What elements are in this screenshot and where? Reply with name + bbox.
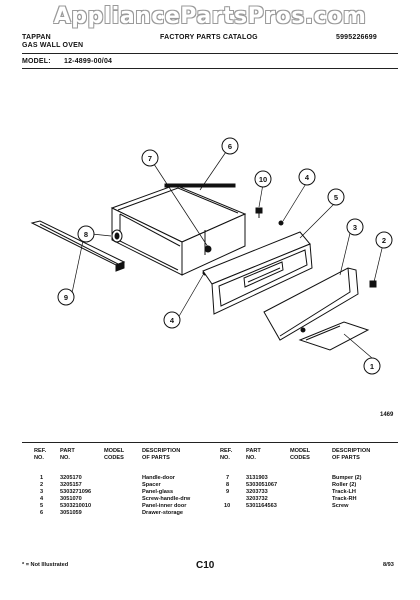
callout-label: 8 bbox=[84, 230, 88, 239]
part-number: 5301164563 bbox=[246, 503, 277, 509]
part-description: Panel-inner door bbox=[142, 503, 187, 509]
revision-date: 8/93 bbox=[383, 562, 394, 568]
callout-label: 3 bbox=[353, 223, 357, 232]
header-rule bbox=[22, 53, 398, 54]
callout-2 bbox=[375, 231, 393, 249]
part-description: Track-LH bbox=[332, 489, 356, 495]
part-description: Handle-door bbox=[142, 475, 175, 481]
handle-screw-upper bbox=[278, 220, 284, 226]
part-number: 5303271096 bbox=[60, 489, 92, 495]
part-description: Drawer-storage bbox=[142, 510, 184, 516]
part-ref: 5 bbox=[40, 503, 44, 509]
part-number: 3051059 bbox=[60, 510, 82, 516]
part-number: 3205157 bbox=[60, 482, 82, 488]
figure-number: 1469 bbox=[380, 412, 394, 418]
page-number: C10 bbox=[196, 560, 215, 571]
callout-label: 1 bbox=[370, 362, 374, 371]
part-number: 5303210010 bbox=[60, 503, 92, 509]
watermark: AppliancePartsPros.com bbox=[53, 4, 367, 29]
callout-label: 2 bbox=[382, 236, 386, 245]
part-number: 3203732 bbox=[246, 496, 268, 502]
footnote: * = Not Illustrated bbox=[22, 562, 69, 568]
part-ref: 4 bbox=[40, 496, 44, 502]
leader-lines bbox=[71, 145, 385, 359]
brand-name: TAPPAN bbox=[22, 34, 51, 41]
callout-4-lower bbox=[163, 311, 181, 329]
callout-8 bbox=[77, 225, 95, 243]
part-description: Screw-handle-drw bbox=[142, 496, 191, 502]
callout-label: 10 bbox=[259, 175, 267, 184]
callout-9 bbox=[57, 288, 75, 306]
callout-1 bbox=[363, 357, 381, 375]
part-ref: 8 bbox=[226, 482, 230, 488]
glass-panel bbox=[263, 267, 359, 341]
callout-4-upper bbox=[298, 168, 316, 186]
product-name: GAS WALL OVEN bbox=[22, 42, 84, 49]
callout-label: 4 bbox=[305, 173, 310, 182]
part-ref: 2 bbox=[40, 482, 44, 488]
model-rule bbox=[22, 68, 398, 69]
callout-6 bbox=[221, 137, 239, 155]
bumper-part bbox=[204, 245, 212, 253]
header-ref: REF.NO. bbox=[34, 448, 47, 461]
part-ref: 1 bbox=[40, 475, 44, 481]
screw-part bbox=[255, 207, 263, 218]
part-description: Screw bbox=[332, 503, 349, 509]
callout-label: 5 bbox=[334, 193, 338, 202]
part-description: Roller (2) bbox=[332, 482, 357, 488]
callout-label: 6 bbox=[228, 142, 232, 151]
part-number: 3131903 bbox=[246, 475, 268, 481]
callout-7 bbox=[141, 149, 159, 167]
callout-label: 7 bbox=[148, 154, 152, 163]
table-top-rule bbox=[22, 442, 398, 443]
callout-5 bbox=[327, 188, 345, 206]
catalog-title: FACTORY PARTS CATALOG bbox=[160, 34, 258, 41]
drawer-storage-part bbox=[110, 183, 247, 276]
door-handle bbox=[298, 321, 370, 351]
callout-3 bbox=[346, 218, 364, 236]
part-ref: 7 bbox=[226, 475, 230, 481]
part-number: 3203733 bbox=[246, 489, 268, 495]
part-ref: 10 bbox=[224, 503, 231, 509]
header-ref-right: REF.NO. bbox=[220, 448, 233, 461]
part-number: 3051070 bbox=[60, 496, 82, 502]
model-label: MODEL: bbox=[22, 58, 51, 65]
callout-label: 9 bbox=[64, 293, 68, 302]
callout-10 bbox=[254, 170, 272, 188]
part-description: Track-RH bbox=[332, 496, 357, 502]
part-ref: 3 bbox=[40, 489, 44, 495]
inner-door-panel bbox=[202, 231, 313, 315]
doc-number: 5995226699 bbox=[336, 34, 377, 41]
part-number: 3205170 bbox=[60, 475, 82, 481]
part-ref: 9 bbox=[226, 489, 230, 495]
callout-label: 4 bbox=[170, 316, 175, 325]
part-description: Bumper (2) bbox=[332, 475, 362, 481]
drawer-track-part bbox=[30, 220, 126, 272]
part-description: Panel-glass bbox=[142, 489, 174, 495]
spacer-part bbox=[369, 280, 377, 288]
part-description: Spacer bbox=[142, 482, 161, 488]
part-number: 5303051067 bbox=[246, 482, 278, 488]
model-value: 12-4899-00/04 bbox=[64, 58, 113, 65]
part-ref: 6 bbox=[40, 510, 44, 516]
